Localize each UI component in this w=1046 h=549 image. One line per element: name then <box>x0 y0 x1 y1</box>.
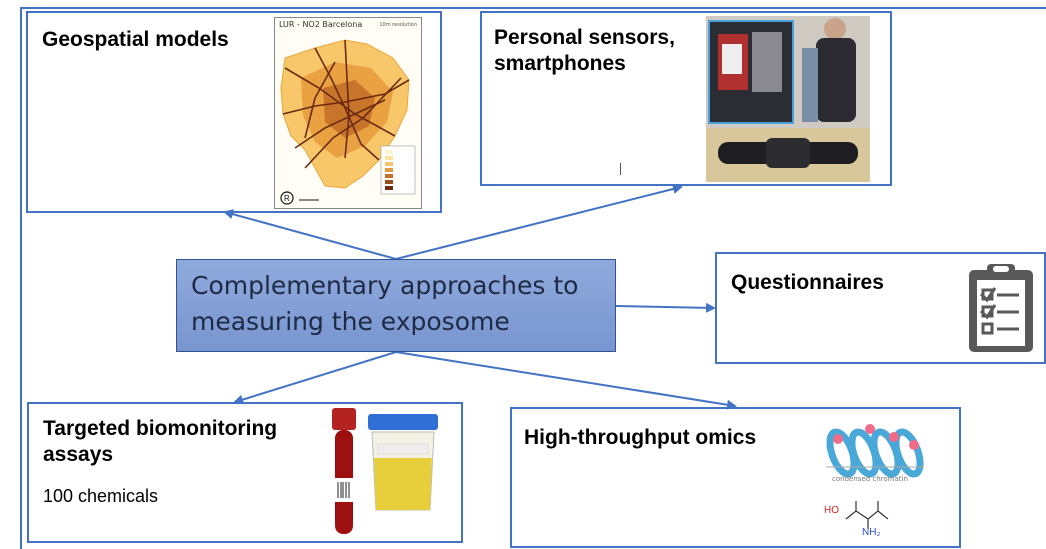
person-wearing-backpack <box>802 18 866 122</box>
personal-sensors-title: Personal sensors, smartphones <box>494 26 675 75</box>
arrow-to-biomonitoring <box>233 351 397 405</box>
backpack-open <box>708 20 794 124</box>
biomonitoring-box: Targeted biomonitoring assays 100 chemic… <box>27 402 463 543</box>
chromatin-graphic <box>826 424 924 529</box>
no2-map-image: LUR - NO2 Barcelona 10m resolution <box>274 17 422 209</box>
nh2-label: NH₂ <box>862 527 881 538</box>
frame-left-line <box>20 7 22 549</box>
map-title: LUR - NO2 Barcelona <box>279 20 363 29</box>
center-approaches-label: Complementary approaches to measuring th… <box>191 271 579 336</box>
geospatial-models-box: Geospatial models LUR - NO2 Barcelona 10… <box>26 11 442 213</box>
svg-text:R: R <box>284 194 290 203</box>
no2-map-graphic: R <box>280 39 416 205</box>
arrow-to-questionnaires <box>615 302 716 313</box>
map-resolution: 10m resolution <box>379 22 417 28</box>
omics-title: High-throughput omics <box>524 426 757 449</box>
urine-cup-icon <box>368 414 438 511</box>
blood-tube-icon <box>332 408 356 534</box>
questionnaires-box: Questionnaires <box>715 252 1046 364</box>
biomonitoring-title: Targeted biomonitoring assays <box>43 417 278 466</box>
arrow-to-geospatial <box>223 209 397 260</box>
biomonitoring-subtitle: 100 chemicals <box>43 486 159 506</box>
chromatin-image: condensed chromatin HO NH₂ <box>812 415 942 543</box>
backpack-sensor-image <box>706 16 870 182</box>
arrow-to-omics <box>395 351 737 410</box>
chromatin-label: condensed chromatin <box>832 475 908 483</box>
center-approaches-box: Complementary approaches to measuring th… <box>176 259 616 352</box>
waist-belt <box>706 128 870 182</box>
questionnaires-title: Questionnaires <box>731 271 884 294</box>
geospatial-models-title: Geospatial models <box>42 28 229 51</box>
small-mark <box>620 163 621 175</box>
ho-label: HO <box>824 505 839 516</box>
frame-top-line <box>20 7 1046 9</box>
arrow-to-sensors <box>395 184 683 260</box>
personal-sensors-box: Personal sensors, smartphones <box>480 11 892 186</box>
clipboard-icon <box>969 264 1033 352</box>
